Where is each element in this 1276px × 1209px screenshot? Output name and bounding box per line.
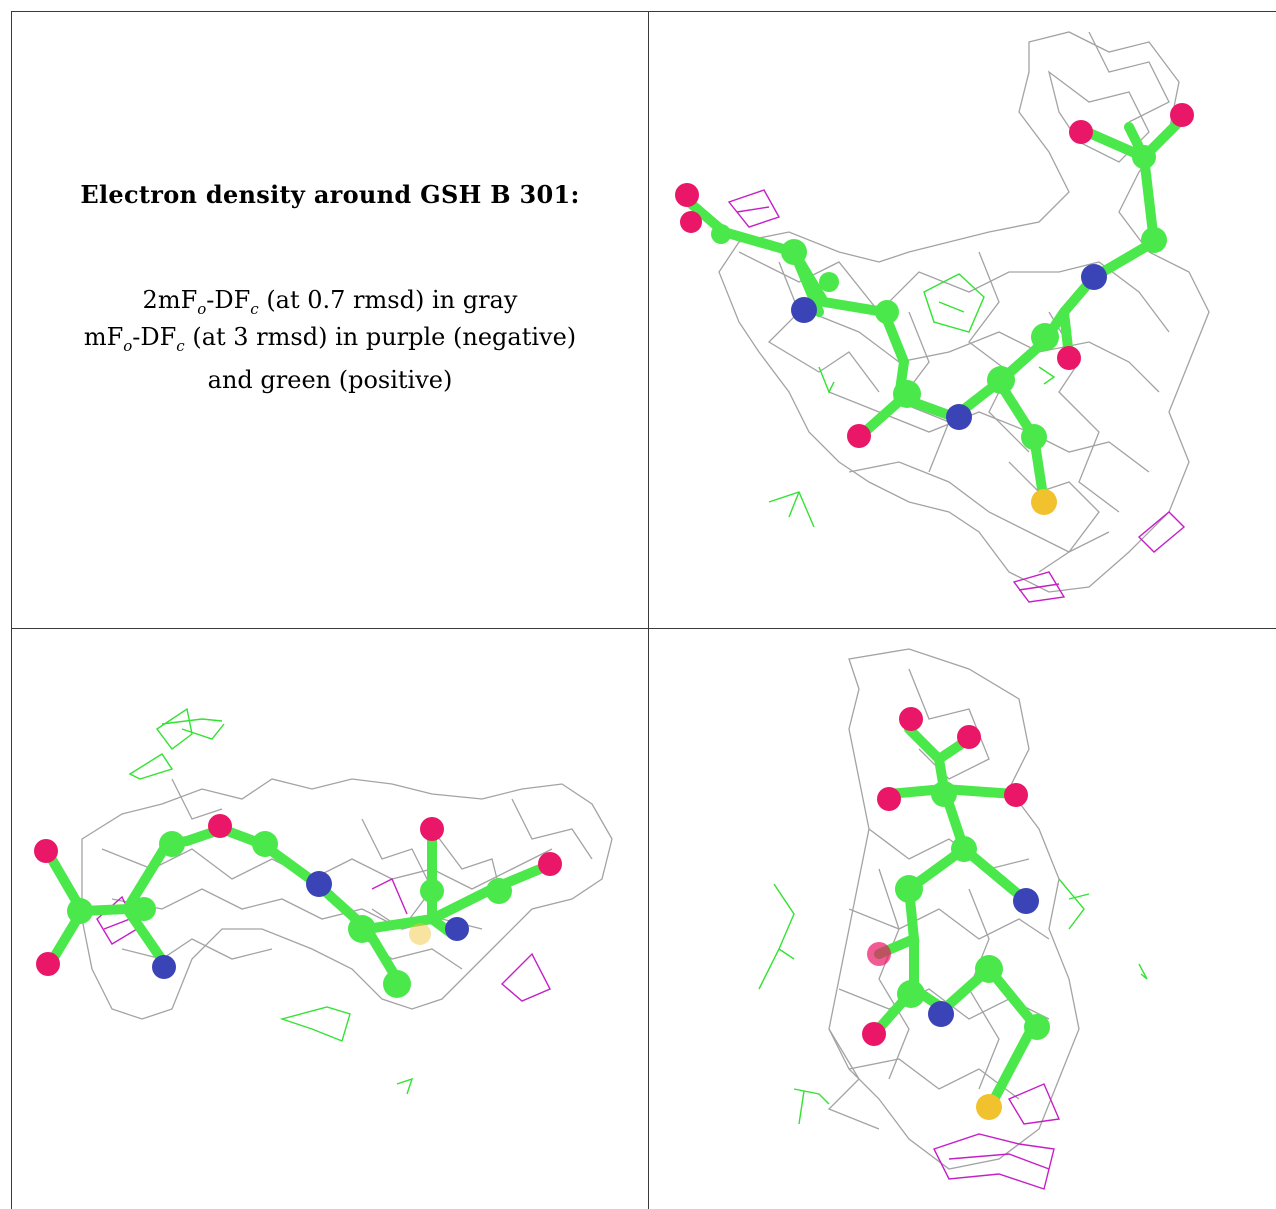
oxygen-atom (899, 707, 923, 731)
carbon-atom (1132, 145, 1156, 169)
oxygen-atom (847, 424, 871, 448)
oxygen-atom (1069, 120, 1093, 144)
density-view-bottom-left (12, 629, 648, 1209)
atoms (862, 707, 1050, 1120)
carbon-atom (252, 831, 278, 857)
carbon-atom (951, 836, 977, 862)
carbon-atom (1024, 1014, 1050, 1040)
oxygen-atom (36, 952, 60, 976)
oxygen-atom (862, 1022, 886, 1046)
carbon-atom (897, 980, 925, 1008)
nitrogen-atom (1081, 264, 1107, 290)
mesh-positive (758, 878, 1148, 1125)
carbon-atom (67, 898, 93, 924)
carbon-atom (975, 955, 1003, 983)
mesh-positive (128, 707, 414, 1095)
carbon-atom (819, 272, 839, 292)
atoms (34, 814, 562, 998)
oxygen-atom (877, 787, 901, 811)
carbon-atom (893, 380, 921, 408)
oxygen-atom (34, 839, 58, 863)
carbon-atom (348, 915, 376, 943)
carbon-atom (1031, 323, 1059, 351)
nitrogen-atom (306, 871, 332, 897)
grid-left (11, 11, 12, 1209)
oxygen-atom (867, 942, 891, 966)
sulfur-atom (1031, 489, 1057, 515)
caption-line-color-note: and green (positive) (207, 366, 453, 394)
oxygen-atom (675, 183, 699, 207)
carbon-atom (931, 781, 957, 807)
nitrogen-atom (445, 917, 469, 941)
carbon-atom (159, 831, 185, 857)
caption-line-fofc: mFo-DFc (at 3 rmsd) in purple (negative) (83, 323, 577, 355)
mesh-2fofc (81, 778, 613, 1020)
nitrogen-atom (1013, 888, 1039, 914)
carbon-atom (486, 878, 512, 904)
mesh-positive (768, 273, 1056, 528)
oxygen-atom (420, 817, 444, 841)
oxygen-atom (538, 852, 562, 876)
oxygen-atom (1170, 103, 1194, 127)
sulfur-atom (976, 1094, 1002, 1120)
carbon-atom (1141, 227, 1167, 253)
nitrogen-atom (946, 404, 972, 430)
density-view-bottom-right (649, 629, 1276, 1209)
density-view-top-right (649, 12, 1276, 628)
nitrogen-atom (791, 297, 817, 323)
carbon-atom (895, 875, 923, 903)
atoms (675, 103, 1194, 515)
caption-cell: Electron density around GSH B 301: 2mFo-… (12, 12, 648, 628)
carbon-atom (132, 897, 156, 921)
sulfur-atom (409, 923, 431, 945)
oxygen-atom (680, 211, 702, 233)
oxygen-atom (1057, 346, 1081, 370)
nitrogen-atom (152, 955, 176, 979)
oxygen-atom (208, 814, 232, 838)
carbon-atom (1021, 424, 1047, 450)
molecule-bonds (42, 823, 557, 984)
oxygen-atom (1004, 783, 1028, 807)
grid-center (648, 11, 649, 1209)
mesh-2fofc (827, 648, 1080, 1170)
caption-line-2fofc: 2mFo-DFc (at 0.7 rmsd) in gray (142, 286, 518, 318)
nitrogen-atom (928, 1001, 954, 1027)
carbon-atom (875, 300, 899, 324)
carbon-atom (781, 239, 807, 265)
carbon-atom (987, 366, 1015, 394)
carbon-atom (711, 224, 731, 244)
caption-title: Electron density around GSH B 301: (80, 180, 580, 209)
molecule-bonds (684, 112, 1189, 507)
grid-top (12, 11, 1276, 12)
mesh-negative (727, 189, 1186, 603)
mesh-negative (933, 1083, 1061, 1190)
oxygen-atom (957, 725, 981, 749)
carbon-atom (383, 970, 411, 998)
carbon-atom (420, 879, 444, 903)
grid-middle (12, 628, 1276, 629)
